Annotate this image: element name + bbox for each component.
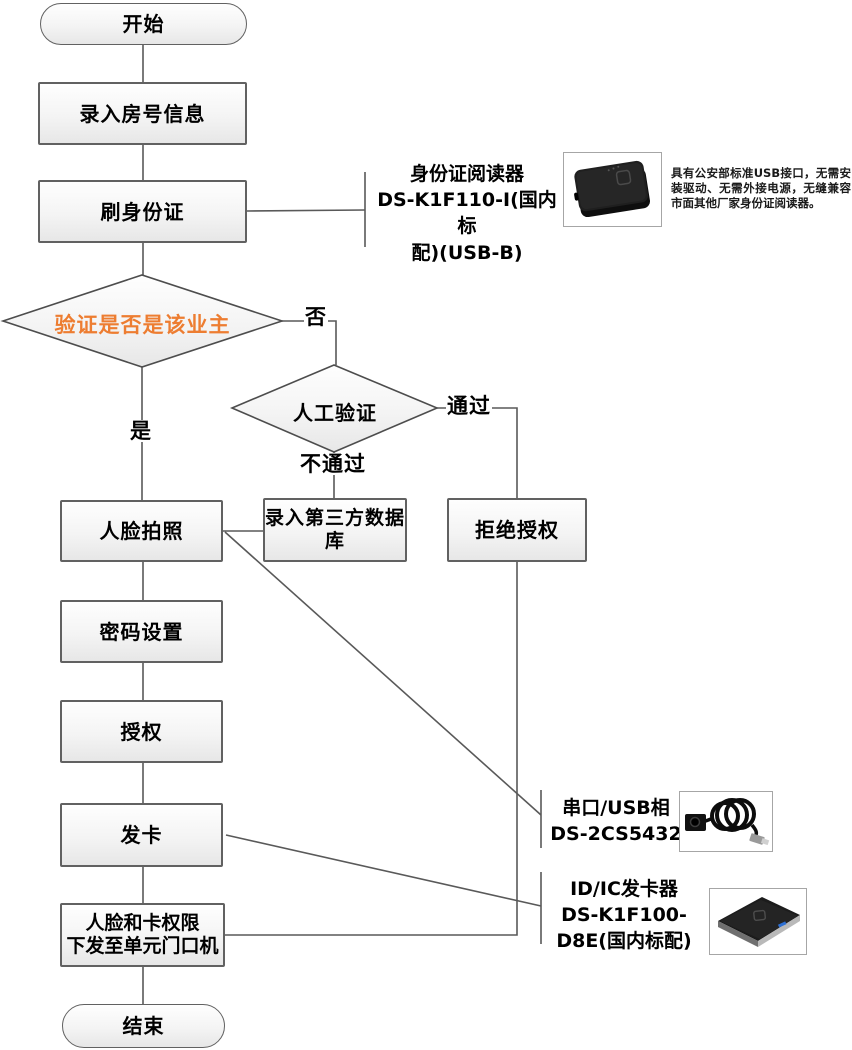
line-2: 下发至单元门口机 [66, 935, 219, 957]
line-1: 录入第三方数据 [265, 507, 406, 530]
line-2: 库 [324, 530, 345, 552]
node-enter-third-party-db: 录入第三方数据 库 [263, 498, 407, 562]
node-enter-room-info-label: 录入房号信息 [79, 101, 206, 126]
annotation-id-card-reader-title: 身份证阅读器 DS-K1F110-I(国内标 配)(USB-B) [369, 161, 565, 266]
node-deny-authorization-label: 拒绝授权 [475, 518, 559, 542]
annotation-card-issuer-title: ID/IC发卡器 DS-K1F100- D8E(国内标配) [549, 876, 699, 955]
node-end-label: 结束 [122, 1014, 165, 1038]
node-end: 结束 [62, 1004, 225, 1048]
node-send-permissions-label: 人脸和卡权限 下发至单元门口机 [66, 912, 218, 958]
id-card-reader-photo [563, 152, 662, 227]
title-line-3: D8E(国内标配) [556, 930, 692, 953]
title-line-2: DS-K1F110-I(国内标 [377, 189, 557, 238]
edge-label-no: 否 [304, 305, 328, 329]
node-swipe-id-card: 刷身份证 [38, 180, 247, 243]
node-issue-card: 发卡 [60, 803, 223, 867]
annotation-usb-camera-title: 串口/USB相 DS-2CS5432 [548, 795, 684, 847]
node-password-setting-label: 密码设置 [99, 619, 184, 644]
card-issuer-image [718, 897, 800, 947]
node-authorize: 授权 [60, 700, 223, 763]
node-authorize-label: 授权 [120, 719, 163, 744]
title-line-1: ID/IC发卡器 [570, 878, 678, 900]
decision-manual-verification-shape [229, 364, 440, 453]
title-line-1: 身份证阅读器 [409, 163, 524, 185]
edge-label-fail: 不通过 [299, 452, 367, 476]
decision-verify-owner-label: 验证是否是该业主 [54, 313, 231, 337]
node-start: 开始 [40, 3, 247, 45]
title-line-2: DS-2CS5432 [550, 823, 682, 846]
node-face-photo: 人脸拍照 [60, 500, 223, 562]
node-password-setting: 密码设置 [60, 600, 223, 663]
edge-label-pass: 通过 [446, 394, 492, 418]
title-line-3: 配)(USB-B) [411, 241, 523, 264]
node-issue-card-label: 发卡 [120, 823, 163, 847]
node-send-permissions: 人脸和卡权限 下发至单元门口机 [60, 903, 225, 967]
decision-manual-verification-label: 人工验证 [293, 401, 377, 425]
id-card-reader-image [574, 160, 650, 218]
edge-label-yes: 是 [129, 419, 153, 443]
title-line-1: 串口/USB相 [562, 797, 670, 819]
node-enter-third-party-db-label: 录入第三方数据 库 [265, 507, 405, 553]
line-1: 人脸和卡权限 [85, 912, 200, 935]
annotation-id-card-reader-note: 具有公安部标准USB接口，无需安装驱动、无需外接电源，无缝兼容市面其他厂家身份证… [671, 166, 851, 211]
usb-camera-image [685, 798, 770, 846]
node-start-label: 开始 [122, 12, 165, 36]
node-swipe-id-card-label: 刷身份证 [100, 199, 185, 224]
node-enter-room-info: 录入房号信息 [38, 82, 247, 145]
decision-verify-owner-shape [0, 274, 285, 368]
node-face-photo-label: 人脸拍照 [99, 519, 184, 543]
title-line-2: DS-K1F100- [561, 904, 687, 927]
usb-camera-photo [679, 791, 773, 852]
card-issuer-photo [709, 888, 807, 955]
node-deny-authorization: 拒绝授权 [447, 498, 587, 562]
